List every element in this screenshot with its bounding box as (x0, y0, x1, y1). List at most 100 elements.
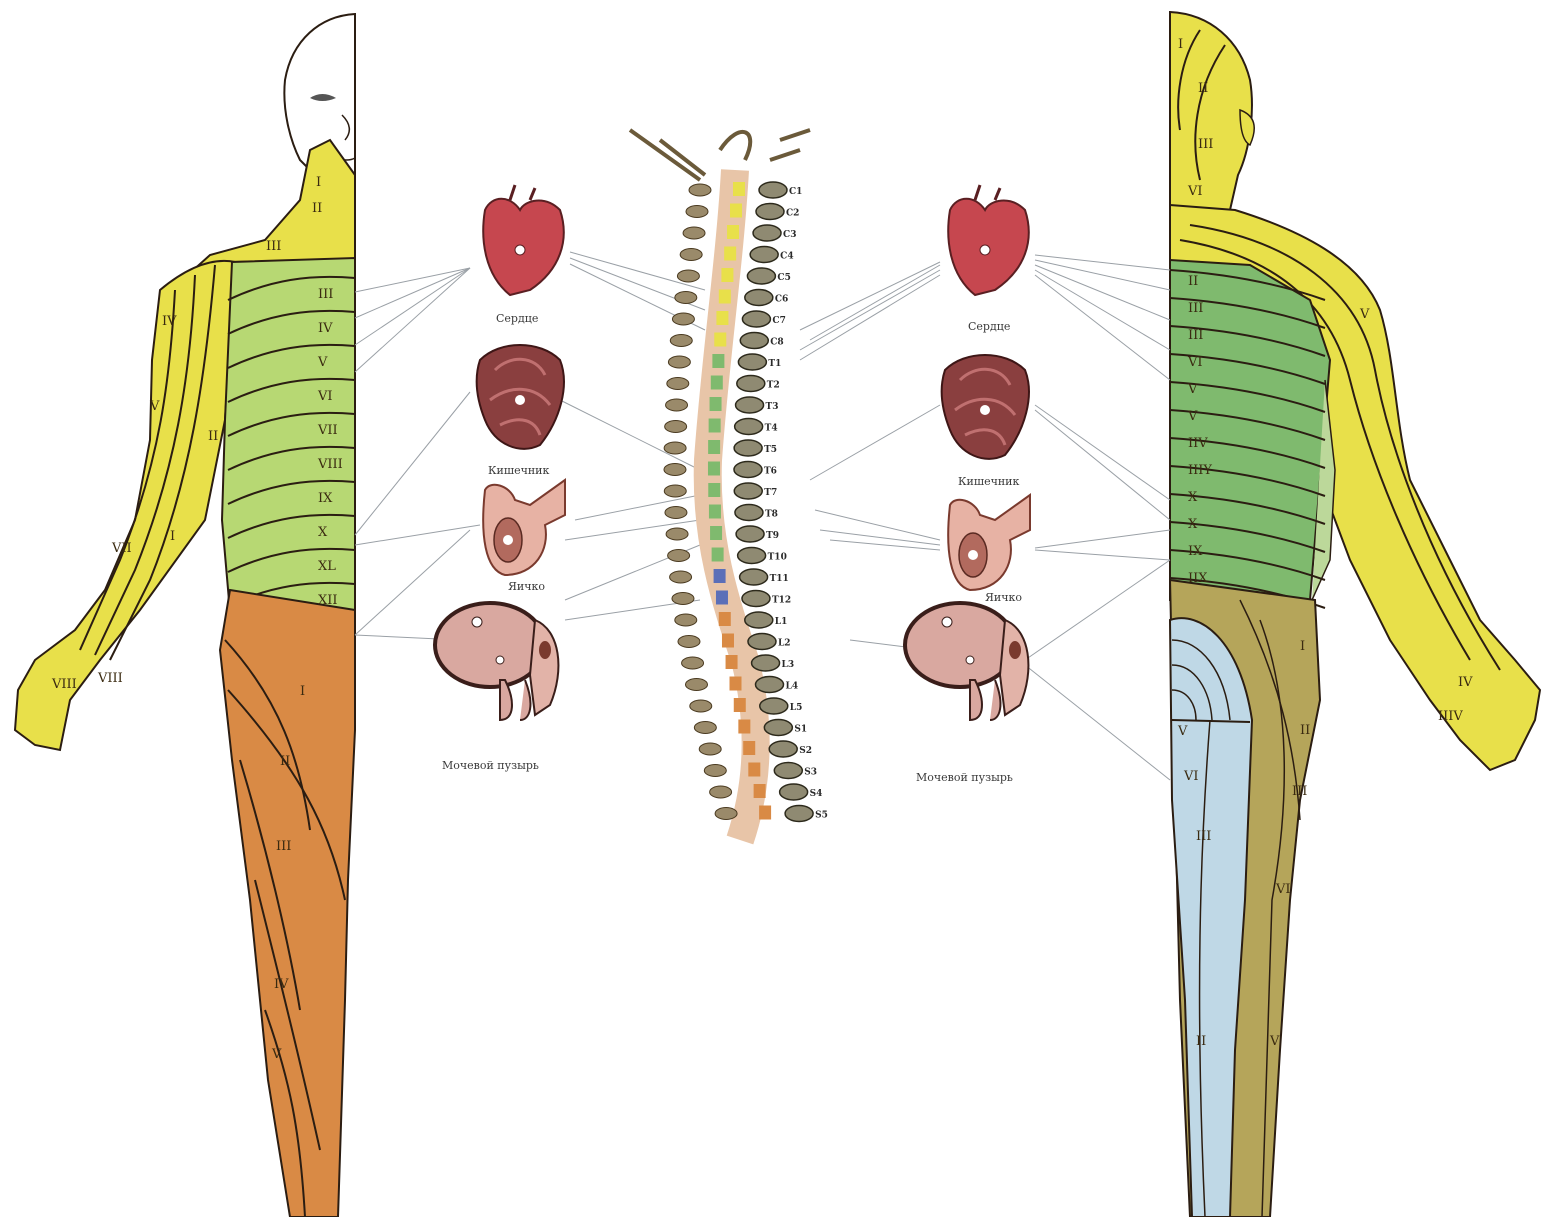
front-trunk-label: IX (318, 491, 333, 506)
back-arm-label: IIIV (1438, 709, 1463, 724)
connector-line (810, 405, 940, 480)
front-trunk-label: VI (317, 389, 333, 404)
back-head-label: I (1178, 37, 1183, 52)
connector-line (355, 525, 480, 545)
front-trunk-label: X (318, 525, 328, 540)
back-leg-label: VI (1275, 882, 1291, 897)
spinal-column: C1C2C3C4C5C6C7C8T1T2T3T4T5T6T7T8T9T10T11… (630, 130, 828, 840)
spine-label: L3 (782, 660, 795, 670)
vertebral-body (736, 397, 764, 413)
back-leg-label: III (1196, 829, 1211, 844)
spine-label: T7 (764, 488, 777, 498)
back-trunk-label: X (1188, 490, 1198, 505)
vertebral-process (682, 657, 704, 669)
kidney-icon (948, 495, 1030, 590)
vertebral-body (738, 354, 766, 370)
vertebral-process (686, 206, 708, 218)
vertebral-body (745, 612, 773, 628)
cord-segment (716, 591, 728, 605)
front-figure: IIIIIIIIIIVVVIVIIVIIIIXXXLXIIIVVIIIVIIVI… (15, 14, 355, 1217)
vertebral-body (734, 483, 762, 499)
cord-segment (708, 440, 720, 454)
connector-line (1025, 665, 1170, 780)
spine-label: L2 (778, 639, 791, 649)
organs-left: Сердце Кишечник Яичко Мочевой пузырь (435, 185, 565, 772)
organ-label-testis: Яичко (508, 580, 545, 593)
spine-label: C7 (772, 316, 785, 326)
vertebral-body (735, 419, 763, 435)
connector-line (1025, 560, 1170, 660)
connector-line (810, 265, 940, 340)
front-arm-label: II (208, 429, 218, 444)
front-neck-label: I (316, 175, 321, 190)
front-leg-zone (220, 590, 355, 1217)
vertebral-body (738, 548, 766, 564)
vertebral-body (756, 204, 784, 220)
connector-line (1035, 405, 1170, 500)
vertebral-body (753, 225, 781, 241)
front-leg-label: III (276, 839, 291, 854)
bladder-icon (905, 603, 1028, 720)
front-arm-label: I (170, 529, 175, 544)
vertebral-body (742, 591, 770, 607)
cord-segment (716, 311, 728, 325)
vertebral-body (745, 290, 773, 306)
heart-icon (483, 185, 563, 295)
front-arm-label: V (149, 399, 160, 414)
front-trunk-label: VII (317, 423, 338, 438)
cord-segment (729, 677, 741, 691)
connector-line (1035, 260, 1170, 290)
cord-segment (712, 354, 724, 368)
spine-label: C3 (783, 230, 796, 240)
cord-segment (759, 806, 771, 820)
front-trunk-label: III (318, 287, 333, 302)
back-trunk-label: X (1188, 517, 1198, 532)
vertebral-process (664, 464, 686, 476)
vertebral-process (689, 184, 711, 196)
cord-segment (726, 655, 738, 669)
connector-line (800, 262, 940, 330)
spine-label: L4 (785, 682, 798, 692)
connector-line (830, 540, 940, 550)
connector-line (355, 268, 470, 318)
connector-line (1035, 275, 1170, 380)
vertebral-process (665, 507, 687, 519)
spine-label: C6 (775, 295, 788, 305)
front-trunk-label: V (317, 355, 328, 370)
spine-label: T6 (764, 467, 777, 477)
vertebral-body (734, 440, 762, 456)
back-trunk-label: III (1188, 301, 1203, 316)
intestine-icon (942, 355, 1029, 459)
spine-label: T2 (767, 381, 780, 391)
cord-segment (721, 268, 733, 282)
cord-segment (722, 634, 734, 648)
back-trunk-label: IIV (1188, 436, 1208, 451)
spine-label: S2 (799, 746, 812, 756)
back-head-label: III (1198, 137, 1213, 152)
back-trunk-label: IIIY (1188, 463, 1212, 478)
vertebral-process (665, 421, 687, 433)
back-leg-label: V (1177, 724, 1188, 739)
front-neck-label: III (266, 239, 281, 254)
vertebral-process (678, 636, 700, 648)
spine-label: T3 (766, 402, 779, 412)
vertebral-process (694, 722, 716, 734)
back-trunk-label: IIX (1188, 571, 1208, 586)
back-leg-label: III (1292, 784, 1307, 799)
vertebral-process (690, 700, 712, 712)
vertebral-process (699, 743, 721, 755)
front-trunk-label: IV (318, 321, 333, 336)
vertebral-body (755, 677, 783, 693)
cord-segment (738, 720, 750, 734)
back-leg-label: VI (1183, 769, 1199, 784)
vertebral-process (672, 593, 694, 605)
connector-line (800, 275, 940, 360)
vertebral-body (742, 311, 770, 327)
front-arm (15, 261, 235, 750)
vertebral-body (735, 505, 763, 521)
connector-line (1035, 410, 1170, 520)
connector-line (1035, 265, 1170, 320)
front-leg-label: I (300, 684, 305, 699)
front-leg-label: II (280, 754, 290, 769)
